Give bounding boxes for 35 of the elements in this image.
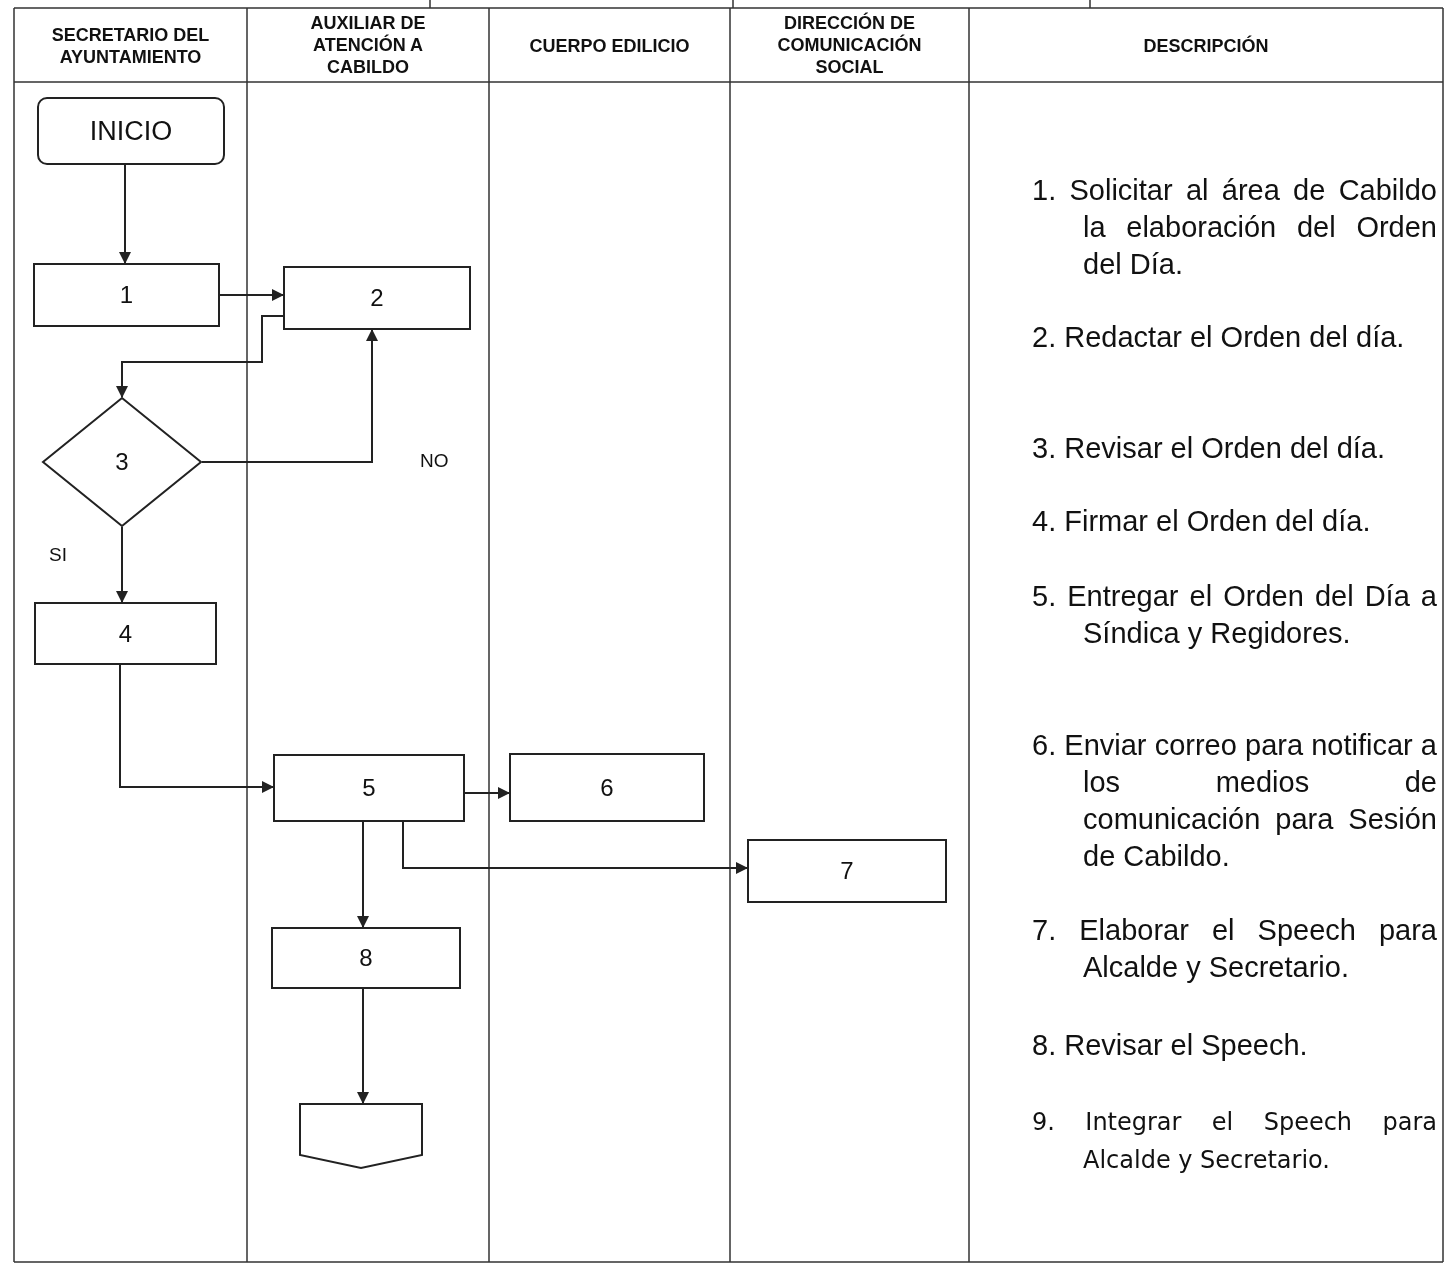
arrow	[119, 664, 274, 793]
column-header: AUXILIAR DE ATENCIÓN A CABILDO	[247, 8, 489, 82]
arrow	[116, 315, 284, 398]
process-box: 8	[271, 927, 461, 989]
arrow	[464, 787, 510, 799]
arrow	[116, 526, 128, 603]
column-header: SECRETARIO DEL AYUNTAMIENTO	[14, 10, 247, 82]
arrow	[357, 988, 369, 1104]
column-header: CUERPO EDILICIO	[489, 10, 730, 82]
column-header: DESCRIPCIÓN	[969, 10, 1443, 82]
decision-diamond	[42, 397, 202, 527]
process-box: 6	[509, 753, 705, 822]
step-description: 6. Enviar correo para notificar a los medios de comunicación para Sesión de Cabildo.	[1032, 728, 1437, 874]
step-description: 7. Elaborar el Speech para Alcalde y Secretario.	[1032, 913, 1437, 985]
step-description: 5. Entregar el Orden del Día a Síndica y Regidores.	[1032, 579, 1437, 651]
process-box: 5	[273, 754, 465, 822]
process-box: 1	[33, 263, 220, 327]
arrow	[357, 821, 369, 928]
step-description: 2. Redactar el Orden del día.	[1032, 320, 1406, 355]
process-box: 4	[34, 602, 217, 665]
process-box: 2	[283, 266, 471, 330]
column-header: DIRECCIÓN DE COMUNICACIÓN SOCIAL	[730, 8, 969, 82]
process-box: 7	[747, 839, 947, 903]
decision-number: 3	[115, 448, 129, 476]
step-description: 8. Revisar el Speech.	[1032, 1028, 1309, 1063]
arrow	[119, 164, 131, 264]
step-description: 3. Revisar el Orden del día.	[1032, 431, 1386, 466]
arrow	[219, 289, 284, 301]
off-page-connector	[299, 1103, 423, 1169]
step-description: 9. Integrar el Speech para Alcalde y Secretario.	[1032, 1107, 1437, 1176]
step-description: 1. Solicitar al área de Cabildo la elaboración del Orden del Día.	[1032, 173, 1437, 282]
step-description: 4. Firmar el Orden del día.	[1032, 504, 1372, 539]
start-terminal: INICIO	[37, 97, 225, 165]
arrow	[201, 329, 378, 463]
arrow	[402, 821, 748, 874]
